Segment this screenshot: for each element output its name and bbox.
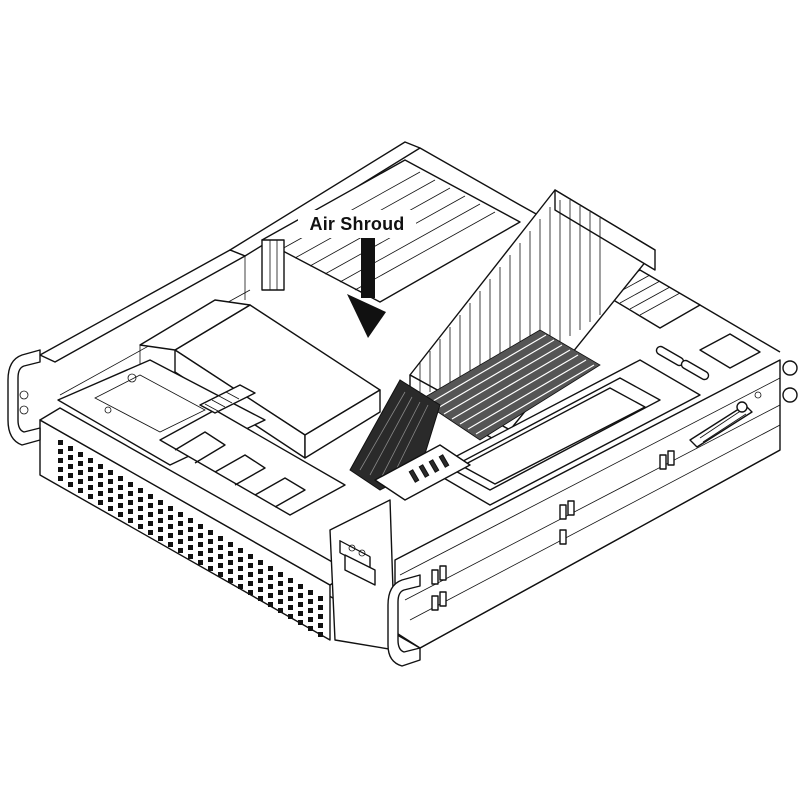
memory-dimm-slots [419, 329, 601, 441]
slide-rail [431, 391, 762, 611]
air-shroud-callout-arrow [347, 238, 386, 338]
rack-handle-left [7, 349, 41, 446]
air-shroud-callout-label: Air Shroud [298, 210, 416, 238]
system-fans [159, 384, 346, 516]
motherboard-tray [429, 345, 710, 506]
rack-handle-right [387, 360, 798, 667]
chassis [39, 141, 781, 649]
front-control-panel [329, 444, 471, 651]
